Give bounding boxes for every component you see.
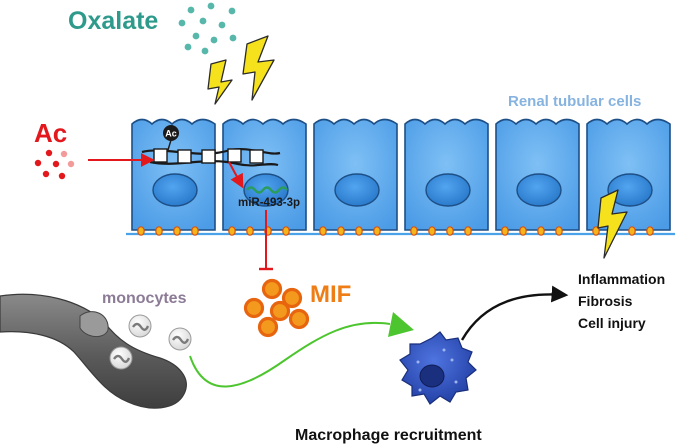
lightning-bolt-icon: [597, 189, 628, 259]
cell-nucleus: [607, 173, 653, 207]
lightning-bolt-icon: [207, 59, 233, 105]
cell-nucleus: [334, 173, 380, 207]
recruitment-arrowhead: [388, 312, 414, 337]
cell-nucleus: [516, 173, 562, 207]
recruitment-arrow: [189, 321, 391, 388]
histone-to-mirna-arrow: [228, 161, 244, 189]
macrophage-nucleus: [419, 364, 445, 388]
tubular-epithelium: [126, 118, 675, 236]
outcome-item: Cell injury: [578, 315, 646, 331]
cell-nucleus: [152, 173, 198, 207]
mif-label: MIF: [310, 281, 351, 308]
acetyl-badge-label: Ac: [165, 129, 177, 139]
chromatin-histone-strand: Ac: [141, 125, 281, 167]
ac-particles: [34, 149, 75, 180]
oxalate-particles: [178, 2, 237, 55]
ac-label: Ac: [34, 118, 67, 148]
outcome-item: Fibrosis: [578, 293, 633, 309]
mirna-label: miR-493-3p: [238, 197, 300, 209]
outcome-item: Inflammation: [578, 271, 665, 287]
cell-nucleus: [425, 173, 471, 207]
oxalate-label: Oxalate: [68, 7, 158, 35]
mif-cluster: [243, 278, 310, 338]
basement-beads: [137, 226, 654, 236]
monocyte: [128, 314, 152, 338]
macrophage-granules: [416, 348, 458, 392]
renal-tubular-cells-label: Renal tubular cells: [508, 93, 641, 110]
monocyte: [109, 346, 133, 370]
acetyl-badge: [163, 125, 179, 141]
cell-nucleus: [243, 173, 289, 207]
monocyte: [168, 327, 192, 351]
monocytes-label: monocytes: [102, 290, 187, 307]
outcomes-list: Inflammation Fibrosis Cell injury: [578, 271, 665, 331]
vessel-opening: [79, 311, 109, 337]
outcomes-arrow: [460, 285, 569, 341]
mirna-wave: [246, 186, 288, 194]
macrophage-recruitment-label: Macrophage recruitment: [295, 427, 482, 444]
lightning-bolt-icon: [242, 35, 275, 101]
